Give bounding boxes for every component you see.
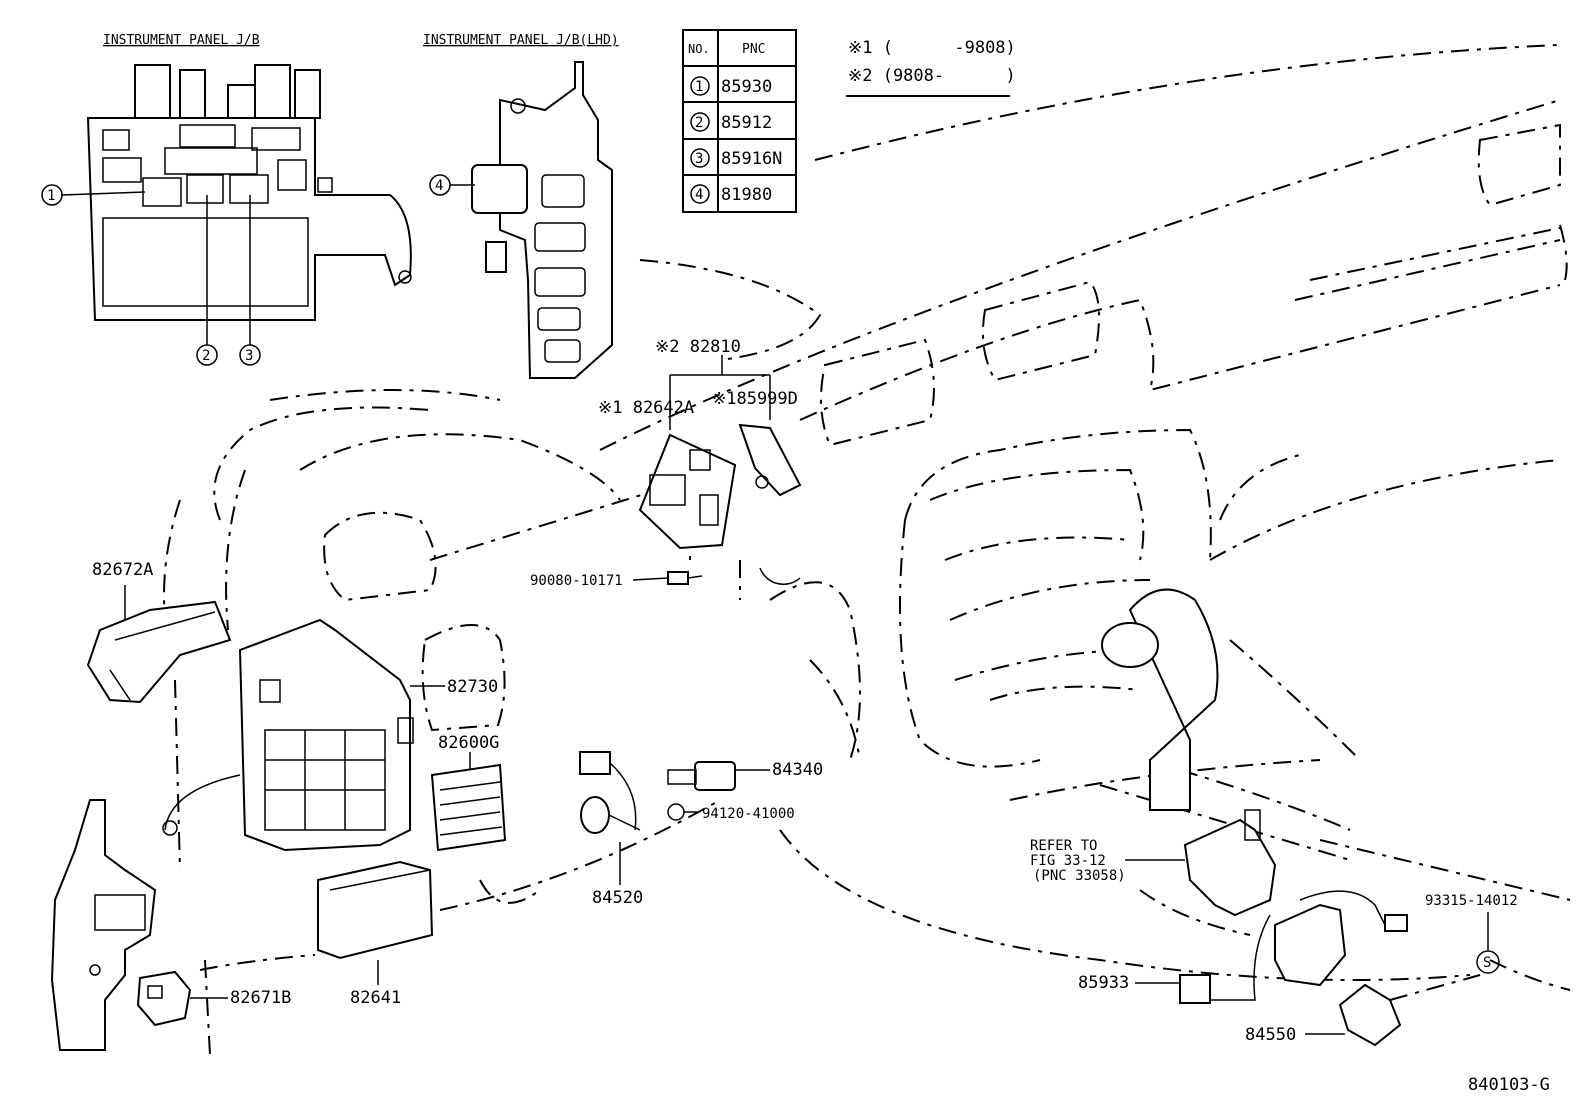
instrument-panel-jb-lhd-drawing: 4 <box>429 61 613 379</box>
table-row-pnc: 85916N <box>721 149 782 169</box>
pnc-table: NO. PNC 1 85930 2 85912 3 85916N 4 81980 <box>682 29 797 213</box>
table-row-pnc: 85930 <box>721 77 772 97</box>
label-82642a: ※1 82642A <box>598 398 694 418</box>
sensor-84520 <box>579 751 685 834</box>
note-2: ※2 (9808- ) <box>848 66 1016 86</box>
label-90080-10171: 90080-10171 <box>530 573 623 589</box>
label-84520: 84520 <box>592 888 643 908</box>
label-82730: 82730 <box>447 677 498 697</box>
harness-85933 <box>1179 890 1408 1004</box>
pnc-table-pnc-header: PNC <box>742 42 765 57</box>
sensor-84550 <box>1338 983 1402 1047</box>
table-row-no: 1 <box>695 79 703 95</box>
callout-3: 3 <box>245 348 253 364</box>
module-82641 <box>317 860 434 960</box>
callout-1: 1 <box>47 188 55 204</box>
header-instrument-panel-jb-lhd: INSTRUMENT PANEL J/B(LHD) <box>423 33 619 48</box>
refer-text-1: REFER TO <box>1030 838 1097 854</box>
label-84550: 84550 <box>1245 1025 1296 1045</box>
label-82641: 82641 <box>350 988 401 1008</box>
label-85999d: ※185999D <box>712 389 798 409</box>
table-row-no: 2 <box>695 115 703 131</box>
label-84340: 84340 <box>772 760 823 780</box>
s-mark-icon <box>1476 950 1500 974</box>
table-row-pnc: 85912 <box>721 113 772 133</box>
relay-cover-82600g <box>430 763 507 852</box>
cover-82672a <box>86 600 232 704</box>
note-1: ※1 ( -9808) <box>848 38 1016 58</box>
shift-lever <box>1101 588 1219 811</box>
table-row-pnc: 81980 <box>721 185 772 205</box>
shift-lock-assembly <box>1183 809 1277 917</box>
header-instrument-panel-jb: INSTRUMENT PANEL J/B <box>103 33 260 48</box>
table-row-no: 4 <box>695 187 703 203</box>
connector-82671b <box>136 970 192 1027</box>
callout-2: 2 <box>202 348 210 364</box>
label-85933: 85933 <box>1078 973 1129 993</box>
refer-text-3: (PNC 33058) <box>1033 868 1126 884</box>
table-row-no: 3 <box>695 151 703 167</box>
left-bracket <box>50 799 157 1051</box>
switch-84340 <box>667 761 736 791</box>
label-82810: ※2 82810 <box>655 337 741 357</box>
dashboard-outline <box>163 44 1571 1056</box>
module-82642a <box>638 423 802 585</box>
pnc-table-no-header: NO. <box>688 42 710 56</box>
junction-block-82730 <box>162 618 414 852</box>
diagram-id: 840103-G <box>1468 1075 1550 1095</box>
label-82672a: 82672A <box>92 560 153 580</box>
label-94120-41000: 94120-41000 <box>702 806 795 822</box>
refer-text-2: FIG 33-12 <box>1030 853 1106 869</box>
s-mark-label: S <box>1483 955 1491 971</box>
label-82600g: 82600G <box>438 733 499 753</box>
instrument-panel-jb-drawing: 1 2 3 <box>41 64 412 366</box>
label-93315-14012: 93315-14012 <box>1425 893 1518 909</box>
callout-4: 4 <box>435 178 443 194</box>
label-82671b: 82671B <box>230 988 291 1008</box>
